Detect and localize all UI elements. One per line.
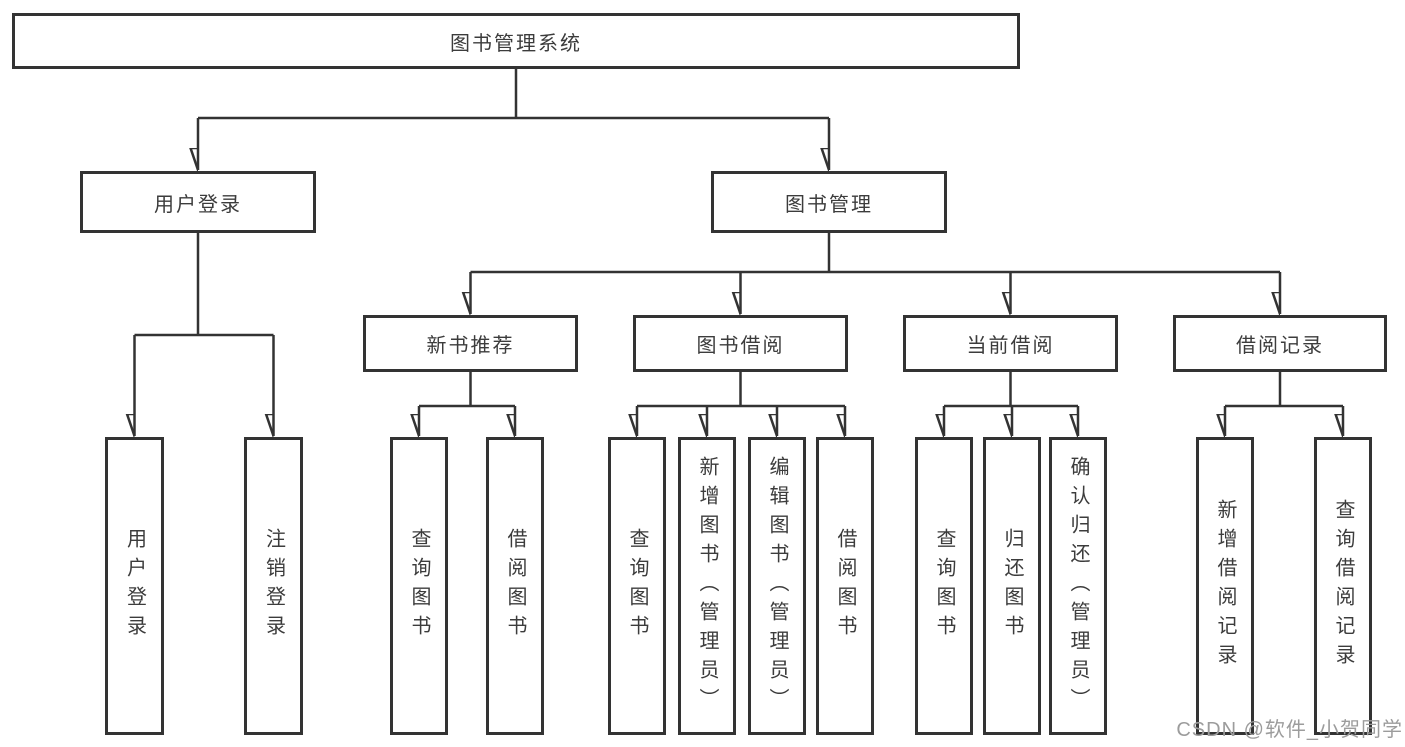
node-new-book-recommend: 新书推荐 [363,315,578,372]
leaf-label: 查询图书 [626,528,648,644]
leaf-label: 借阅图书 [834,528,856,644]
leaf-label: 用户登录 [123,528,146,644]
connector-records-to-leaves [1225,372,1345,436]
leaf-label: 归还图书 [1001,528,1023,644]
leaf-logout: 注销登录 [244,437,303,735]
leaf-label: 编辑图书（管理员） [766,455,788,717]
leaf-borrow-query-book: 查询图书 [608,437,666,735]
leaf-edit-book-admin: 编辑图书（管理员） [748,437,806,735]
leaf-recommend-query-book: 查询图书 [390,437,448,735]
leaf-user-login: 用户登录 [105,437,164,735]
connector-bookmgmt-to-level3 [471,233,1282,314]
leaf-query-borrow-record: 查询借阅记录 [1314,437,1372,735]
node-library-system: 图书管理系统 [12,13,1020,69]
node-book-management: 图书管理 [711,171,947,233]
leaf-current-query-book: 查询图书 [915,437,973,735]
leaf-confirm-return-admin: 确认归还（管理员） [1049,437,1107,735]
node-user-login: 用户登录 [80,171,316,233]
node-label: 借阅记录 [1236,335,1324,357]
leaf-label: 查询借阅记录 [1332,499,1354,673]
node-label: 图书管理 [785,193,873,216]
connector-recommend-to-leaves [419,372,517,436]
node-label: 图书管理系统 [450,32,582,55]
leaf-recommend-borrow-book: 借阅图书 [486,437,544,735]
leaf-label: 借阅图书 [504,528,526,644]
leaf-label: 注销登录 [262,528,285,644]
leaf-add-book-admin: 新增图书（管理员） [678,437,736,735]
node-borrow-records: 借阅记录 [1173,315,1387,372]
node-label: 当前借阅 [966,335,1055,357]
connector-userlogin-to-leaves [135,233,275,436]
leaf-borrow-book: 借阅图书 [816,437,874,735]
leaf-label: 查询图书 [408,528,430,644]
node-book-borrow: 图书借阅 [633,315,848,372]
connector-borrow-to-leaves [637,372,847,436]
connector-root-to-level2 [198,69,831,170]
node-label: 图书借阅 [696,335,785,357]
connector-current-to-leaves [944,372,1080,436]
leaf-label: 确认归还（管理员） [1067,455,1089,717]
node-label: 用户登录 [154,193,242,216]
csdn-watermark: CSDN @软件_小贺同学 [1176,719,1403,741]
leaf-label: 新增借阅记录 [1214,499,1236,673]
leaf-label: 查询图书 [933,528,955,644]
leaf-return-book: 归还图书 [983,437,1041,735]
leaf-add-borrow-record: 新增借阅记录 [1196,437,1254,735]
node-label: 新书推荐 [426,335,515,357]
node-current-borrow: 当前借阅 [903,315,1118,372]
leaf-label: 新增图书（管理员） [696,455,718,717]
